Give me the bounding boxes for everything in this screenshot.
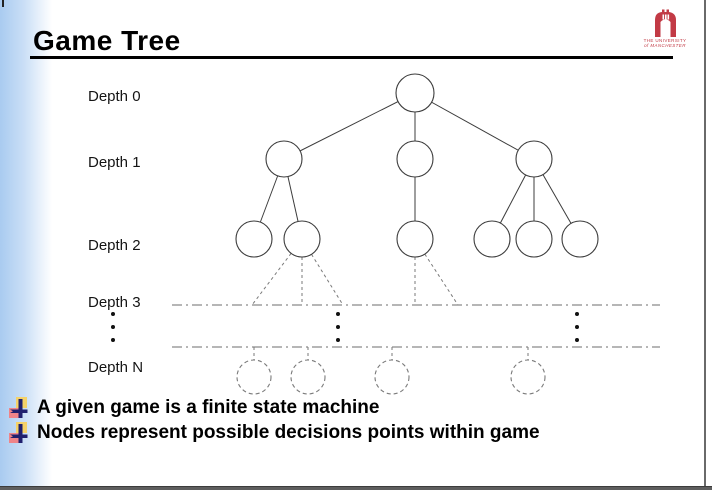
decorative-bullet-icon xyxy=(9,396,28,418)
ellipsis-dot xyxy=(336,312,340,316)
tree-node xyxy=(396,220,434,258)
decorative-bullet-icon xyxy=(9,421,28,443)
tree-node xyxy=(283,220,321,258)
depth-label: Depth 0 xyxy=(88,88,141,105)
tree-node xyxy=(265,140,303,178)
depth-label: Depth 3 xyxy=(88,294,141,311)
ellipsis-dot xyxy=(575,338,579,342)
tree-node xyxy=(561,220,599,258)
tree-node xyxy=(473,220,511,258)
page-title: Game Tree xyxy=(33,25,181,56)
tree-node-dashed xyxy=(374,359,410,395)
bullet-row: A given game is a finite state machine xyxy=(8,395,540,420)
slide-right-border xyxy=(704,0,706,490)
depth-label: Depth N xyxy=(88,359,144,376)
tree-node-dashed xyxy=(290,359,326,395)
tree-node-dashed xyxy=(236,359,272,395)
ellipsis-dot xyxy=(111,338,115,342)
ellipsis-dot xyxy=(336,338,340,342)
logo-text-line2: of MANCHESTER xyxy=(644,43,686,48)
university-crest-icon xyxy=(655,9,676,37)
ellipsis-dot xyxy=(111,312,115,316)
ellipsis-dot xyxy=(575,325,579,329)
university-logo: THE UNIVERSITY of MANCHESTER xyxy=(634,6,696,48)
tree-node xyxy=(515,220,553,258)
slide-bottom-border xyxy=(0,486,712,490)
tree-node xyxy=(396,140,434,178)
bullet-text: A given game is a finite state machine xyxy=(37,396,380,418)
tree-edge xyxy=(283,92,416,160)
tree-node-dashed xyxy=(510,359,546,395)
bullet-text: Nodes represent possible decisions point… xyxy=(37,421,540,443)
bullet-row: Nodes represent possible decisions point… xyxy=(8,420,540,445)
depth-label: Depth 2 xyxy=(88,237,141,254)
tree-node xyxy=(235,220,273,258)
ellipsis-dot xyxy=(111,325,115,329)
left-gradient-bar xyxy=(0,0,52,490)
ellipsis-dot xyxy=(575,312,579,316)
logo-text-line1: THE UNIVERSITY xyxy=(643,38,687,43)
title-underline xyxy=(30,56,673,59)
tree-node xyxy=(515,140,553,178)
depth-label: Depth 1 xyxy=(88,154,141,171)
ellipsis-dot xyxy=(336,325,340,329)
bullet-list: A given game is a finite state machine N… xyxy=(8,395,540,445)
tree-edge xyxy=(414,92,535,160)
corner-mark xyxy=(2,0,4,7)
tree-node xyxy=(395,73,435,113)
